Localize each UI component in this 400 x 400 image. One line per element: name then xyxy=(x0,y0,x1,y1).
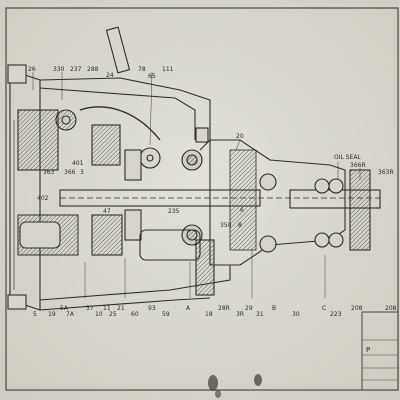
callout-18: 18 xyxy=(205,311,213,318)
callout-19: 19 xyxy=(48,311,56,318)
callout-363R: 363R xyxy=(378,169,394,176)
callout-223: 223 xyxy=(330,311,342,318)
callout-25: 25 xyxy=(109,311,117,318)
callout-65: 65 xyxy=(148,73,156,80)
transmission-section xyxy=(7,26,381,311)
callout-29: 29 xyxy=(245,305,253,312)
callout-37: 37 xyxy=(86,305,94,312)
callout-330: 330 xyxy=(53,66,65,73)
callout-21: 21 xyxy=(117,305,125,312)
callout-7A: 7A xyxy=(66,311,75,318)
callout-11: 11 xyxy=(103,305,111,312)
callout-237: 237 xyxy=(70,66,82,73)
callout-59: 59 xyxy=(162,311,170,318)
stain xyxy=(208,375,218,391)
callout-24: 24 xyxy=(106,72,114,79)
callouts-top: 26 330 237 288 24 78 65 111 xyxy=(28,66,174,80)
callout-5A: 5A xyxy=(60,305,69,312)
callout-366: 366 xyxy=(64,169,76,176)
callout-8: 8 xyxy=(238,222,242,229)
callout-60: 60 xyxy=(131,311,139,318)
callouts-bottom: 5 19 5A 7A 37 10 11 25 21 60 93 59 A 18 … xyxy=(33,305,397,318)
callout-6: 6 xyxy=(240,207,244,214)
callout-20: 20 xyxy=(236,133,244,140)
callout-208-b: 208 xyxy=(385,305,397,312)
callout-93: 93 xyxy=(148,305,156,312)
drawing-border xyxy=(5,7,399,391)
callout-28R: 28R xyxy=(218,305,230,312)
callout-10: 10 xyxy=(95,311,103,318)
callout-208-a: 208 xyxy=(351,305,363,312)
callouts-mid: 20 401 363 366 3 402 47 235 6 350 8 xyxy=(37,133,244,229)
callout-402: 402 xyxy=(37,195,49,202)
stain xyxy=(215,390,221,398)
callout-363: 363 xyxy=(43,169,55,176)
title-block xyxy=(361,311,399,391)
callout-26: 26 xyxy=(28,66,36,73)
callout-111: 111 xyxy=(162,66,174,73)
callout-3R: 3R xyxy=(236,311,244,318)
callout-288: 288 xyxy=(87,66,99,73)
callout-401: 401 xyxy=(72,160,84,167)
callout-30: 30 xyxy=(292,311,300,318)
callout-31: 31 xyxy=(256,311,264,318)
callout-5: 5 xyxy=(33,311,37,318)
callout-3: 3 xyxy=(80,169,84,176)
callout-366R: 366R xyxy=(350,162,366,169)
callout-B: B xyxy=(272,305,276,312)
callout-47: 47 xyxy=(103,208,111,215)
title-block-text: P xyxy=(366,346,370,354)
stain xyxy=(254,374,262,386)
callout-C: C xyxy=(322,305,326,312)
callouts-right: OIL SEAL 366R 363R xyxy=(334,154,394,176)
callout-350: 350 xyxy=(220,222,232,229)
oil-seal-label: OIL SEAL xyxy=(334,154,361,161)
leader-lines xyxy=(32,71,361,300)
callout-A: A xyxy=(186,305,191,312)
callout-235: 235 xyxy=(168,208,180,215)
callout-78: 78 xyxy=(138,66,146,73)
